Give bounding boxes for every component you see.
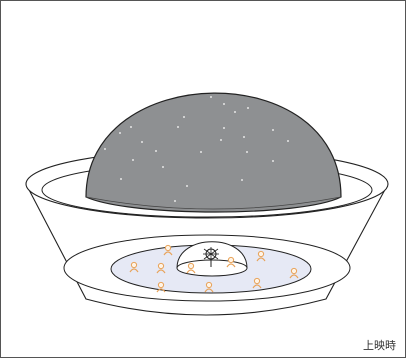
star-dot (234, 111, 236, 113)
star-dot (155, 150, 157, 152)
seat-icon (129, 261, 139, 273)
star-dot (262, 78, 264, 80)
seat-icon (289, 267, 299, 279)
star-dot (287, 140, 289, 142)
star-dot (120, 178, 122, 180)
seat-icon (252, 277, 262, 289)
caption-label: 上映時 (363, 339, 396, 352)
seat-icon (256, 250, 266, 262)
star-dot (177, 126, 179, 128)
seat-icon (156, 281, 166, 293)
projector-lenses (203, 247, 219, 261)
star-dot (141, 141, 143, 143)
dome-base-edge (85, 196, 342, 210)
star-dot (241, 179, 243, 181)
star-dot (247, 107, 249, 109)
star-dot (246, 151, 248, 153)
star-dot (272, 129, 274, 131)
star-dot (174, 200, 176, 202)
star-dot (200, 151, 202, 153)
star-dot (186, 185, 188, 187)
star-dot (183, 116, 185, 118)
star-dot (272, 160, 274, 162)
star-dot (223, 127, 225, 129)
dome-stars (104, 78, 289, 202)
star-dot (104, 148, 106, 150)
seat-icon (186, 262, 196, 274)
seat-icon (156, 262, 166, 274)
projector-dome-base (176, 259, 248, 277)
star-dot (220, 139, 222, 141)
star-dot (130, 126, 132, 128)
star-dot (119, 132, 121, 134)
star-dot (132, 159, 134, 161)
star-dot (243, 136, 245, 138)
seat-icon (163, 244, 173, 256)
dome-shell (85, 92, 342, 213)
star-dot (162, 166, 164, 168)
seat-icons (129, 244, 299, 293)
planetarium-dome (85, 78, 342, 213)
bowl-outer-wall (25, 183, 389, 316)
star-dot (167, 95, 169, 97)
star-dot (223, 103, 225, 105)
seat-icon (226, 256, 236, 268)
star-dot (210, 96, 212, 98)
seat-icon (204, 281, 214, 293)
star-projector (203, 247, 219, 267)
